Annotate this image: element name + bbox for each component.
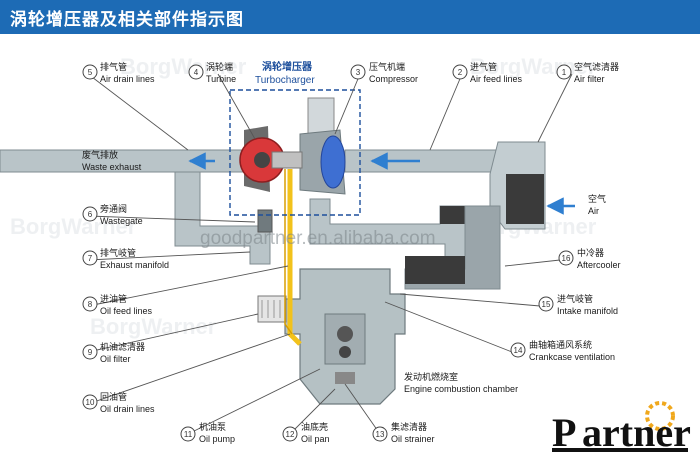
oil-filter [257,295,287,323]
svg-text:Oil drain lines: Oil drain lines [100,404,155,414]
svg-text:16: 16 [562,254,571,263]
svg-text:中冷器: 中冷器 [577,247,604,259]
brand-watermark: BorgWarner [470,54,597,79]
svg-text:废气排放: 废气排放 [82,149,118,161]
svg-text:Air drain lines: Air drain lines [100,74,155,84]
svg-text:排气岐管: 排气岐管 [100,247,136,259]
svg-text:8: 8 [88,300,93,309]
svg-text:3: 3 [356,68,361,77]
svg-text:15: 15 [542,300,551,309]
svg-text:曲轴箱通风系统: 曲轴箱通风系统 [529,339,592,351]
svg-text:发动机燃烧室: 发动机燃烧室 [404,371,458,383]
svg-text:Aftercooler: Aftercooler [577,260,621,270]
svg-text:12: 12 [286,430,295,439]
callout-8: 8 进油管 Oil feed lines [82,293,153,316]
callout-leaders [87,73,573,435]
svg-text:回油管: 回油管 [100,391,127,403]
svg-text:Engine combustion chamber: Engine combustion chamber [404,384,518,394]
svg-text:压气机端: 压气机端 [369,61,405,73]
url-watermark: goodpartner.en.alibaba.com [200,228,436,249]
callout-4: 4 涡轮端 Turbine [188,61,236,84]
svg-text:Air: Air [588,206,599,216]
engine-block [284,268,406,405]
svg-text:11: 11 [184,430,193,439]
svg-text:13: 13 [376,430,385,439]
turbine-housing [239,126,285,192]
svg-text:9: 9 [88,348,93,357]
air-label: 空气 Air [588,193,606,216]
brand-watermark: BorgWarner [10,214,137,239]
svg-text:进气岐管: 进气岐管 [557,293,593,305]
turbocharger-box: 涡轮增压器 Turbocharger [229,60,361,216]
svg-text:Oil pump: Oil pump [199,434,235,444]
svg-text:进油管: 进油管 [100,293,127,305]
svg-text:Oil pan: Oil pan [301,434,330,444]
svg-text:Exhaust manifold: Exhaust manifold [100,260,169,270]
callout-16: 16 中冷器 Aftercooler [558,247,621,270]
svg-text:机油滤清器: 机油滤清器 [100,341,145,353]
svg-text:2: 2 [458,68,463,77]
turbocharger-label-en: Turbocharger [255,75,315,86]
svg-text:旁通阀: 旁通阀 [100,203,127,215]
logo-text: artner [582,410,691,455]
svg-text:1: 1 [562,68,567,77]
callout-7: 7 排气岐管 Exhaust manifold [82,247,169,270]
svg-text:Oil filter: Oil filter [100,354,131,364]
callout-11: 11 机油泵 Oil pump [180,421,235,444]
air-filter [489,141,575,230]
callout-9: 9 机油滤清器 Oil filter [82,341,145,364]
intercooler-pipe [309,198,501,290]
svg-text:Intake manifold: Intake manifold [557,306,618,316]
engine-chamber-label: 发动机燃烧室 Engine combustion chamber [404,371,518,394]
logo-letter: P [552,410,576,455]
svg-text:排气管: 排气管 [100,61,127,73]
callout-12: 12 油底壳 Oil pan [282,421,330,444]
turbo-diagram: BorgWarner BorgWarner BorgWarner BorgWar… [0,54,691,455]
svg-text:Crankcase ventilation: Crankcase ventilation [529,352,615,362]
svg-text:6: 6 [88,210,93,219]
partner-logo: P artner [552,401,691,455]
svg-text:空气: 空气 [588,193,606,205]
svg-text:集滤清器: 集滤清器 [391,421,427,433]
callout-5: 5 排气管 Air drain lines [82,61,155,84]
svg-text:Oil feed lines: Oil feed lines [100,306,153,316]
svg-text:Turbine: Turbine [206,74,236,84]
page-title: 涡轮增压器及相关部件指示图 [10,10,244,30]
svg-text:Air filter: Air filter [574,74,605,84]
brand-watermark: BorgWarner [90,314,217,339]
callout-1: 1 空气滤清器 Air filter [556,61,619,84]
callout-2: 2 进气管 Air feed lines [452,61,523,84]
air-feed-pipe [344,149,501,173]
title-bar: 涡轮增压器及相关部件指示图 [0,0,700,34]
svg-text:空气滤清器: 空气滤清器 [574,61,619,73]
callout-3: 3 压气机端 Compressor [350,61,418,84]
callout-15: 15 进气岐管 Intake manifold [538,293,618,316]
callout-6: 6 旁通阀 Wastegate [82,203,143,226]
svg-text:Air feed lines: Air feed lines [470,74,523,84]
callout-10: 10 回油管 Oil drain lines [82,391,155,414]
svg-text:机油泵: 机油泵 [199,421,226,433]
svg-text:5: 5 [88,68,93,77]
svg-text:14: 14 [514,346,523,355]
svg-text:7: 7 [88,254,93,263]
svg-text:10: 10 [86,398,95,407]
svg-text:涡轮端: 涡轮端 [206,61,233,73]
callout-14: 14 曲轴箱通风系统 Crankcase ventilation [510,339,615,362]
callout-13: 13 集滤清器 Oil strainer [372,421,435,444]
svg-text:进气管: 进气管 [470,61,497,73]
svg-text:4: 4 [194,68,199,77]
svg-text:Wastegate: Wastegate [100,216,143,226]
brand-watermark: BorgWarner [120,54,247,79]
svg-text:Compressor: Compressor [369,74,418,84]
svg-text:油底壳: 油底壳 [301,421,328,433]
svg-text:Waste exhaust: Waste exhaust [82,162,142,172]
svg-text:Oil strainer: Oil strainer [391,434,435,444]
turbocharger-label-zh: 涡轮增压器 [262,60,313,73]
waste-exhaust-label: 废气排放 Waste exhaust [82,149,142,172]
compressor-housing [271,97,346,195]
